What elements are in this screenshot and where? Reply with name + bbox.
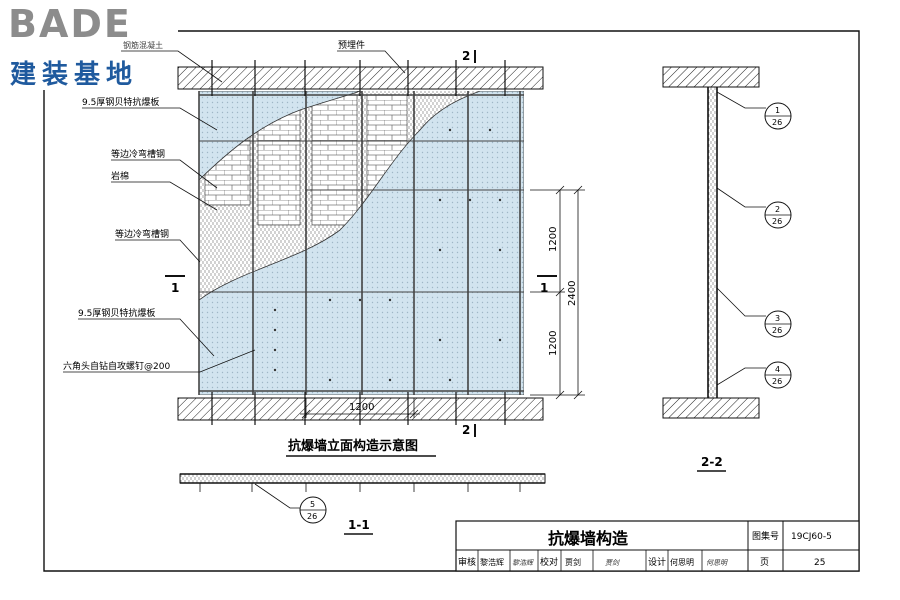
- review-label: 审核: [458, 556, 476, 568]
- label-rockwool: 岩棉: [111, 170, 129, 182]
- page-label: 页: [760, 557, 769, 568]
- dimension-lines: [300, 185, 585, 419]
- callout-2: 2 26: [764, 201, 792, 229]
- designer-signature: 何思明: [706, 559, 728, 567]
- callout-5-sheet: 26: [307, 512, 317, 521]
- anchor-ticks: [211, 60, 506, 425]
- section-mark-2-top: 2: [462, 49, 470, 63]
- callout-5: 5 26: [299, 496, 327, 524]
- elevation-drawing: 2 2 1 1 1200 1200 2400 1200: [63, 39, 585, 457]
- section-2-2-bottom-slab: [662, 397, 760, 419]
- section-2-2: 1 26 2 26 3 26 4 26 2-2: [662, 66, 792, 472]
- logo-wordmark: BADE: [8, 2, 132, 46]
- callout-2-num: 2: [775, 205, 780, 214]
- section-1-1: 5 26 1-1: [179, 473, 546, 535]
- screw-dots: [273, 128, 502, 382]
- callout-1-sheet: 26: [772, 118, 782, 127]
- section-1-1-wall: [179, 473, 546, 484]
- title-block: 抗爆墙构造 图集号 19CJ60-5 审核 黎浩辉 黎浩辉 校对 贾剑 贾剑 设…: [455, 520, 860, 572]
- section-mark-1-left: 1: [171, 281, 179, 295]
- design-label: 设计: [648, 556, 666, 568]
- dim-height-lower: 1200: [548, 331, 559, 356]
- steel-studs: [198, 91, 524, 395]
- checker-signature: 贾剑: [605, 559, 620, 567]
- callout-3-num: 3: [775, 314, 780, 323]
- label-screw: 六角头自钻自攻螺钉@200: [63, 360, 170, 372]
- atlas-label: 图集号: [752, 530, 779, 542]
- label-concrete: 钢筋混凝土: [123, 40, 163, 50]
- leader-lines: [63, 50, 406, 373]
- page-number: 25: [814, 558, 825, 568]
- logo-subtitle: 建装基地: [10, 60, 139, 90]
- section-2-2-top-slab: [662, 66, 760, 88]
- check-label: 校对: [540, 556, 558, 568]
- label-board-top: 9.5厚钢贝特抗爆板: [82, 96, 159, 108]
- label-channel-2: 等边冷弯槽钢: [115, 228, 169, 240]
- brand-logo: BADE 建装基地: [8, 2, 178, 94]
- label-board-bottom: 9.5厚钢贝特抗爆板: [78, 307, 155, 319]
- dim-height-total: 2400: [567, 281, 578, 306]
- callout-3-sheet: 26: [772, 326, 782, 335]
- callout-4-sheet: 26: [772, 377, 782, 386]
- title-block-title: 抗爆墙构造: [548, 529, 629, 548]
- reviewer-name: 黎浩辉: [480, 557, 504, 567]
- designer-name: 何思明: [670, 557, 694, 567]
- callout-1-num: 1: [775, 106, 780, 115]
- callout-5-num: 5: [310, 500, 315, 509]
- dim-height-upper: 1200: [548, 227, 559, 252]
- callout-3: 3 26: [764, 310, 792, 338]
- dim-width: 1200: [349, 402, 374, 413]
- atlas-number: 19CJ60-5: [791, 532, 832, 542]
- section-mark-1-right: 1: [540, 281, 548, 295]
- section-1-1-title: 1-1: [348, 518, 370, 532]
- callout-4: 4 26: [764, 361, 792, 389]
- checker-name: 贾剑: [565, 557, 581, 567]
- callout-2-sheet: 26: [772, 217, 782, 226]
- label-embedded-part: 预埋件: [338, 39, 365, 51]
- section-2-2-wall: [707, 86, 718, 399]
- section-mark-2-bottom: 2: [462, 423, 470, 437]
- callout-1: 1 26: [764, 102, 792, 130]
- section-2-2-title: 2-2: [701, 455, 723, 469]
- callout-4-num: 4: [775, 365, 780, 374]
- elevation-caption: 抗爆墙立面构造示意图: [288, 438, 418, 454]
- reviewer-signature: 黎浩辉: [512, 559, 534, 567]
- label-channel-1: 等边冷弯槽钢: [111, 148, 165, 160]
